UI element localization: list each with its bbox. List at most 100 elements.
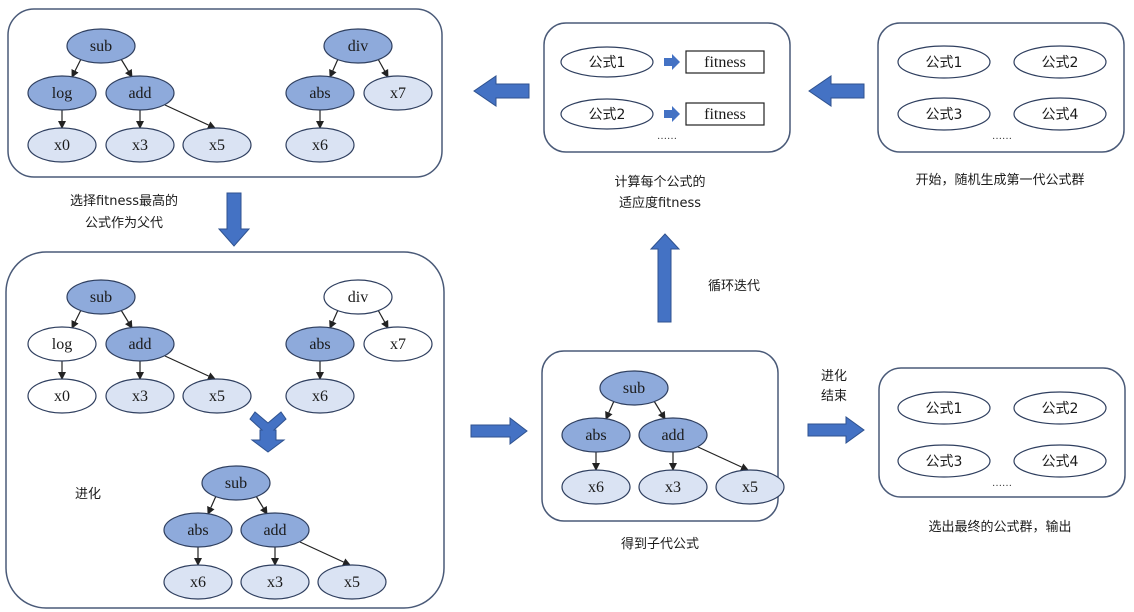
leaf-node-shape [317,564,387,600]
formula-node [1013,444,1107,478]
tree-edge [71,309,82,329]
node-label: x3 [132,388,148,405]
operator-node: log [27,75,97,111]
ellipsis: …… [992,131,1012,142]
leaf-node: x5 [182,127,252,163]
fitness-box [685,102,765,126]
leaf-node-shape [638,469,708,505]
node-label: x5 [742,479,758,496]
root-node-shape [66,279,136,315]
leaf-node-shape [363,75,433,111]
tree-edge [605,400,615,420]
small-arrow-icon [664,54,680,70]
operator-node: add [105,75,175,111]
leaf-node-shape [105,127,175,163]
node-label: div [348,289,368,306]
node-label: sub [623,380,645,397]
node-label: add [661,427,684,444]
offspring-caption: 得到子代公式 [621,536,699,552]
node-label: x0 [54,388,70,405]
leaf-node-shape [285,378,355,414]
fitness-caption-line2: 适应度fitness [619,195,701,211]
tree-edge [71,58,82,78]
operator-node: abs [561,417,631,453]
leaf-node-shape [363,326,433,362]
operator-node-shape [27,75,97,111]
tree-edge [377,58,389,78]
formula-label: 公式4 [1042,454,1079,470]
formula-label: 公式4 [1042,107,1079,123]
leaf-node-shape [240,564,310,600]
node-label: x5 [209,137,225,154]
operator-node-shape [561,417,631,453]
operator-node: abs [285,75,355,111]
arrow-left-to-fitness [808,75,865,107]
loop-label: 循环迭代 [708,279,760,294]
arrow-right-to-final [807,416,865,444]
operator-node: log [27,326,97,362]
root-node-shape [323,279,393,315]
tree-edge [207,495,217,515]
fitness-box [685,50,765,74]
operator-node-shape [285,75,355,111]
final-formula-grid: 公式1 公式2 公式3 公式4 …… [897,391,1107,489]
operator-node-shape [285,326,355,362]
leaf-node-shape [105,378,175,414]
tree-edge [697,446,749,471]
formula-node [560,46,654,78]
formula-label: 公式1 [926,55,963,71]
formula-label: 公式2 [589,107,626,123]
leaf-node: x3 [638,469,708,505]
formula-node [1013,391,1107,425]
arrow-left-to-parents [473,75,530,107]
leaf-node-shape [27,127,97,163]
evolve-tree-1: sub log add x0 x3 x5 [27,279,252,414]
node-label: x7 [390,336,406,353]
formula-label: 公式3 [926,454,963,470]
node-label: abs [585,427,606,444]
root-node: div [323,28,393,64]
operator-node-shape [105,326,175,362]
root-node-shape [323,28,393,64]
node-label: add [128,336,151,353]
node-label: div [348,38,368,55]
leaf-node-shape [715,469,785,505]
leaf-node: x6 [561,469,631,505]
leaf-node-shape [182,127,252,163]
node-label: add [128,85,151,102]
operator-node: abs [285,326,355,362]
fitness-row: 公式2 fitness [560,98,765,130]
node-label: sub [225,475,247,492]
operator-node-shape [163,512,233,548]
node-label: x3 [267,574,283,591]
operator-node-shape [240,512,310,548]
formula-label: 公式1 [926,401,963,417]
node-label: x5 [209,388,225,405]
operator-node: add [638,417,708,453]
final-caption: 选出最终的公式群，输出 [928,519,1071,535]
tree-edge [164,104,216,129]
leaf-node-shape [182,378,252,414]
leaf-node: x0 [27,378,97,414]
fitness-label: fitness [704,106,746,123]
leaf-node: x5 [317,564,387,600]
node-label: x3 [132,137,148,154]
node-label: add [263,522,286,539]
select-label-line1: 选择fitness最高的 [70,193,178,209]
leaf-node: x7 [363,326,433,362]
formula-node [897,444,991,478]
start-caption: 开始，随机生成第一代公式群 [915,173,1084,188]
merge-arrow [249,411,287,453]
arrow-right-to-offspring [470,416,528,446]
node-label: x6 [312,137,328,154]
tree-edge [377,309,389,329]
fitness-caption-line1: 计算每个公式的 [614,174,705,190]
end-label-line2: 结束 [821,389,847,404]
root-node: sub [66,279,136,315]
tree-edge [299,541,351,566]
node-label: x3 [665,479,681,496]
leaf-node: x3 [240,564,310,600]
